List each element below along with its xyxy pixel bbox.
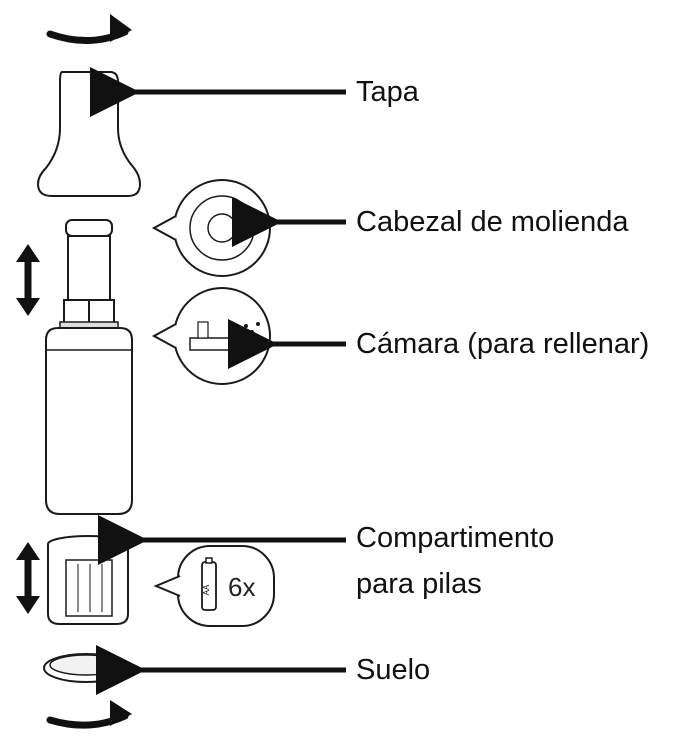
upper-updown-arrow-icon bbox=[16, 244, 40, 316]
label-cabezal-molienda: Cabezal de molienda bbox=[356, 206, 629, 238]
label-suelo: Suelo bbox=[356, 654, 431, 686]
chamber-body bbox=[45, 327, 133, 515]
cap-part bbox=[36, 71, 142, 197]
base-disc-part bbox=[43, 653, 129, 683]
battery-compartment-part bbox=[47, 535, 129, 625]
label-camara: Cámara (para rellenar) bbox=[356, 328, 650, 360]
lower-updown-arrow-icon bbox=[16, 542, 40, 614]
label-tapa: Tapa bbox=[356, 76, 419, 108]
battery-type-text: AA bbox=[202, 584, 211, 595]
label-para-pilas: para pilas bbox=[356, 568, 482, 600]
grinding-head-callout bbox=[151, 179, 271, 277]
pointer-arrows bbox=[90, 67, 346, 695]
bottom-rotation-arrow-icon bbox=[46, 700, 132, 729]
top-rotation-arrow-icon bbox=[46, 14, 132, 45]
grinding-shaft bbox=[59, 219, 119, 331]
chamber-callout bbox=[151, 287, 271, 385]
battery-callout: AA 6x bbox=[153, 545, 275, 627]
label-compartimento: Compartimento bbox=[356, 522, 555, 554]
battery-count-text: 6x bbox=[228, 572, 255, 602]
